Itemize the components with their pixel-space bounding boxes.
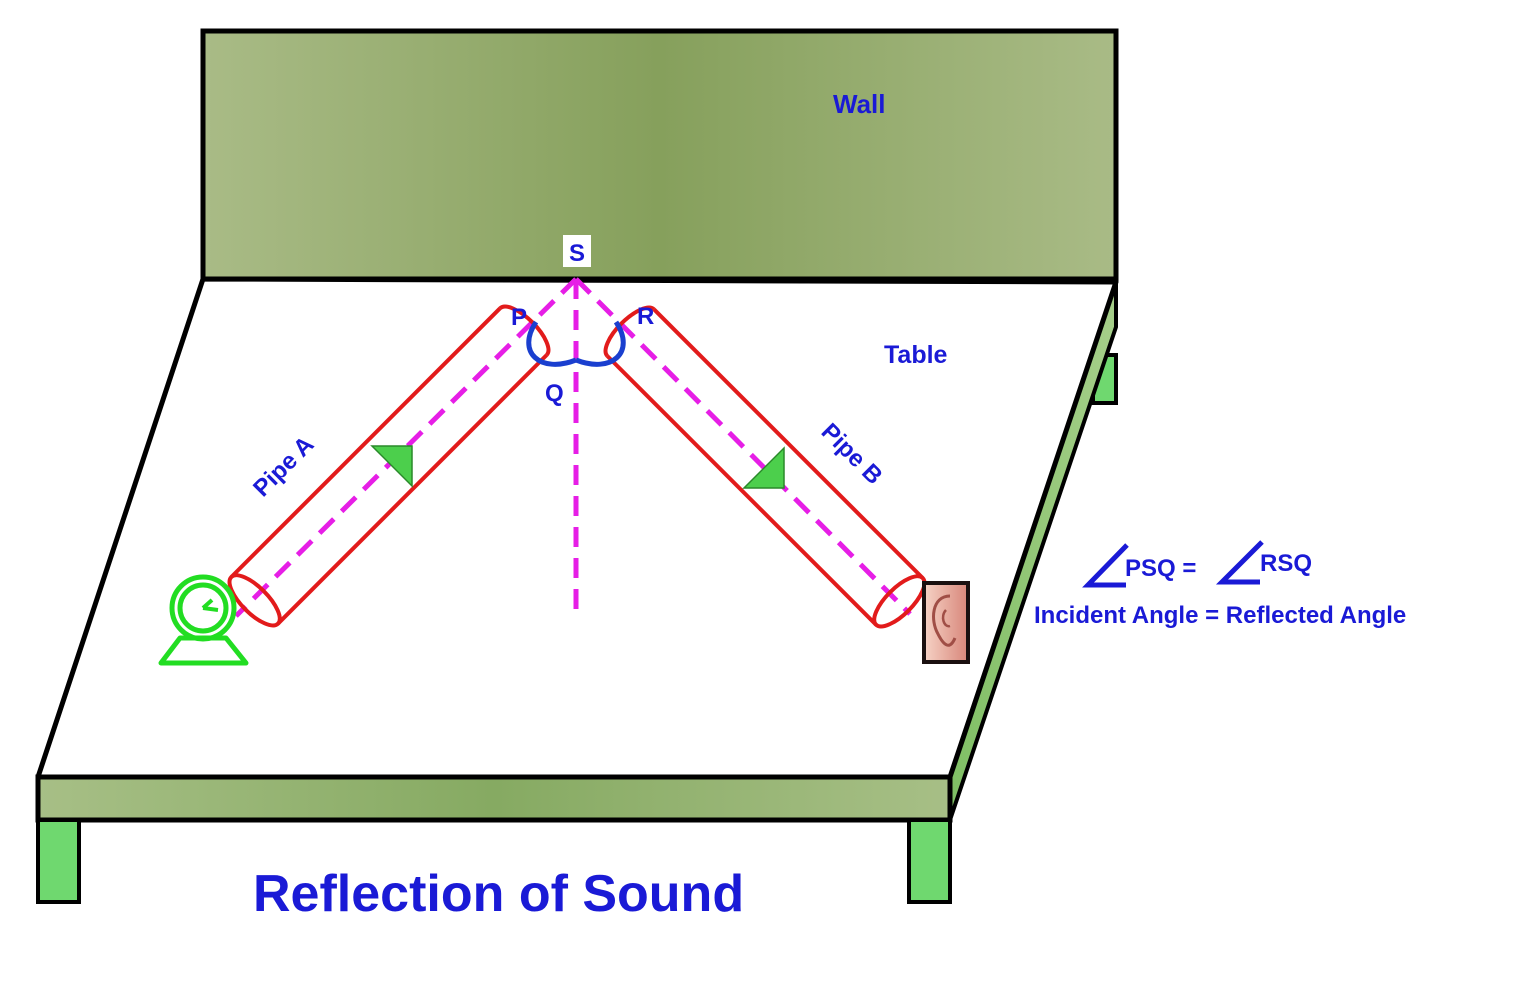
table-label: Table xyxy=(884,341,948,369)
point-r-label: R xyxy=(637,303,654,330)
pipe-b xyxy=(603,305,927,629)
reflected-angle-arc xyxy=(575,320,626,367)
table-leg-front-left xyxy=(36,818,81,904)
reflected-ray xyxy=(574,277,912,616)
point-s-box xyxy=(563,235,591,267)
incident-angle-arc xyxy=(526,320,577,367)
table-leg-front-right xyxy=(907,818,952,904)
clock-icon xyxy=(158,574,249,666)
point-s-label: S xyxy=(569,240,585,267)
arrow-reflected xyxy=(742,446,785,489)
point-p-label: P xyxy=(511,304,527,331)
incident-ray xyxy=(234,277,578,618)
wall-label: Wall xyxy=(833,89,885,119)
pipe-a xyxy=(227,304,551,628)
formula-right: RSQ xyxy=(1260,550,1312,577)
formula-caption: Incident Angle = Reflected Angle xyxy=(1034,602,1406,629)
angle-symbol-icon xyxy=(1215,540,1264,585)
arrow-incident xyxy=(370,445,413,488)
formula-left: PSQ = xyxy=(1125,555,1196,582)
point-q-label: Q xyxy=(545,380,564,407)
ear-icon xyxy=(922,581,970,664)
wall xyxy=(200,28,1119,282)
table-front-edge xyxy=(35,774,953,823)
angle-symbol-icon xyxy=(1082,543,1129,588)
diagram-title: Reflection of Sound xyxy=(253,865,744,923)
